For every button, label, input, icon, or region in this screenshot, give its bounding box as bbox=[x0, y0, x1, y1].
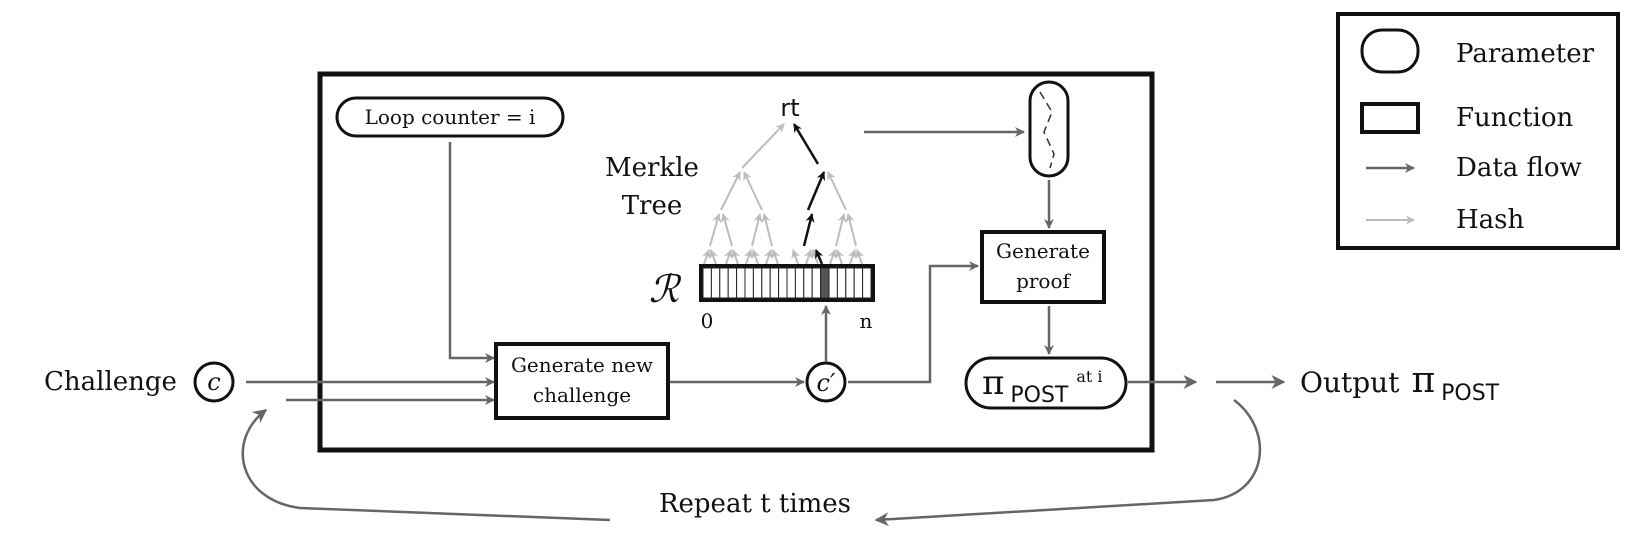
dataset-cell bbox=[702, 267, 712, 299]
hash-arrow bbox=[731, 249, 740, 265]
challenge-label: Challenge bbox=[44, 367, 177, 397]
hash-arrow bbox=[845, 213, 857, 247]
proof-post-subscript: POST bbox=[1010, 383, 1069, 408]
legend-frame bbox=[1336, 12, 1620, 250]
dataset-index-end: n bbox=[860, 309, 873, 333]
merkle-root-label: rt bbox=[780, 94, 799, 122]
hash-arrow bbox=[709, 249, 718, 265]
dataset-cell bbox=[769, 267, 780, 299]
hash-arrow bbox=[751, 249, 760, 265]
hash-arrow bbox=[761, 213, 773, 247]
hash-arrow bbox=[791, 249, 800, 265]
hash-arrow bbox=[709, 213, 722, 247]
loop-counter-node bbox=[335, 96, 565, 138]
hash-arrow bbox=[751, 213, 763, 247]
dataset-cell bbox=[761, 267, 771, 299]
proof-at-i-label: π POST at i bbox=[982, 363, 1103, 408]
hash-arrow bbox=[771, 249, 780, 265]
hash-arrow bbox=[827, 171, 847, 211]
generate-proof-box bbox=[980, 230, 1106, 304]
legend-data-flow-label: Data flow bbox=[1456, 153, 1582, 183]
generate-proof-line2: proof bbox=[1016, 269, 1071, 293]
hash-arrow bbox=[828, 249, 837, 265]
loop-counter-label: Loop counter = i bbox=[365, 105, 536, 129]
merkle-path-arrow bbox=[806, 171, 826, 211]
dataset-cell bbox=[836, 267, 847, 299]
generate-challenge-box bbox=[494, 342, 670, 420]
legend: Parameter Function Data flow Hash bbox=[1336, 12, 1620, 250]
proof-at-i-text: at i bbox=[1076, 367, 1102, 386]
repeat-loop-curve-return bbox=[241, 409, 611, 522]
merkle-path-arrow bbox=[814, 249, 824, 265]
merkle-path-arrow bbox=[802, 213, 815, 247]
dataset-cell bbox=[862, 267, 872, 299]
hash-arrow bbox=[741, 123, 785, 169]
dataset-cell bbox=[736, 267, 746, 299]
output-label: Output π POST bbox=[1300, 360, 1500, 406]
hash-arrow bbox=[720, 213, 733, 247]
merkle-proof-path-icon bbox=[1039, 91, 1055, 169]
hash-arrow bbox=[720, 171, 741, 211]
new-challenge-symbol: c′ bbox=[817, 369, 836, 397]
merkle-tree-label-2: Tree bbox=[622, 191, 683, 221]
hash-arrow bbox=[855, 249, 864, 265]
generate-challenge-line2: challenge bbox=[533, 383, 631, 407]
dataset-index-start: 0 bbox=[701, 309, 714, 333]
dataset-cell bbox=[744, 267, 754, 299]
merkle-path-arrow bbox=[792, 123, 820, 165]
hash-arrow bbox=[835, 249, 844, 265]
dataset-cell bbox=[828, 267, 838, 299]
dataset-selected-cell bbox=[820, 267, 830, 299]
main-frame bbox=[317, 71, 1155, 453]
dataset-cell bbox=[803, 267, 813, 299]
hash-arrow bbox=[724, 249, 733, 265]
legend-parameter-label: Parameter bbox=[1456, 39, 1595, 69]
output-pi-symbol: π bbox=[1411, 360, 1435, 401]
generate-proof-line1: Generate bbox=[996, 239, 1090, 263]
legend-function-swatch bbox=[1360, 102, 1420, 134]
challenge-symbol: c bbox=[207, 368, 220, 396]
dataset-cell bbox=[727, 267, 738, 299]
merkle-tree-label-1: Merkle bbox=[605, 153, 699, 183]
dataset-cell bbox=[811, 267, 822, 299]
dataset-cell bbox=[786, 267, 796, 299]
new-challenge-to-generate-proof-arrow bbox=[848, 261, 979, 384]
legend-function-label: Function bbox=[1456, 103, 1574, 133]
generate-challenge-line1: Generate new bbox=[511, 353, 653, 377]
hash-arrow bbox=[744, 249, 753, 265]
output-post-subscript: POST bbox=[1441, 381, 1500, 406]
dataset-cell bbox=[794, 267, 805, 299]
dataset-cell bbox=[719, 267, 729, 299]
data-flow-arrows bbox=[241, 127, 1286, 527]
repeat-label: Repeat t times bbox=[659, 489, 851, 519]
merkle-proof-node bbox=[1028, 80, 1070, 178]
output-text: Output bbox=[1300, 366, 1400, 399]
dataset-symbol: ℛ bbox=[649, 267, 682, 311]
hash-arrow bbox=[835, 213, 847, 247]
new-challenge-node bbox=[805, 361, 847, 403]
hash-arrow bbox=[702, 249, 711, 265]
repeat-loop-curve bbox=[874, 399, 1262, 527]
legend-parameter-swatch bbox=[1360, 28, 1420, 74]
hash-arrow bbox=[848, 249, 857, 265]
dataset-cell bbox=[778, 267, 788, 299]
proof-pi-symbol: π bbox=[982, 363, 1004, 403]
hash-arrow bbox=[764, 249, 773, 265]
legend-hash-label: Hash bbox=[1456, 205, 1525, 235]
hash-arrow bbox=[743, 171, 763, 211]
proof-at-i-node bbox=[964, 356, 1128, 410]
dataset-cells bbox=[702, 267, 872, 299]
dataset-cell bbox=[752, 267, 763, 299]
dataset-cell bbox=[710, 267, 721, 299]
dataset-cell bbox=[845, 267, 855, 299]
hash-arrow bbox=[804, 249, 813, 265]
loop-counter-to-generate-arrow bbox=[448, 142, 495, 363]
challenge-node bbox=[193, 361, 235, 403]
merkle-tree bbox=[702, 123, 864, 265]
dataset-cell bbox=[853, 267, 864, 299]
